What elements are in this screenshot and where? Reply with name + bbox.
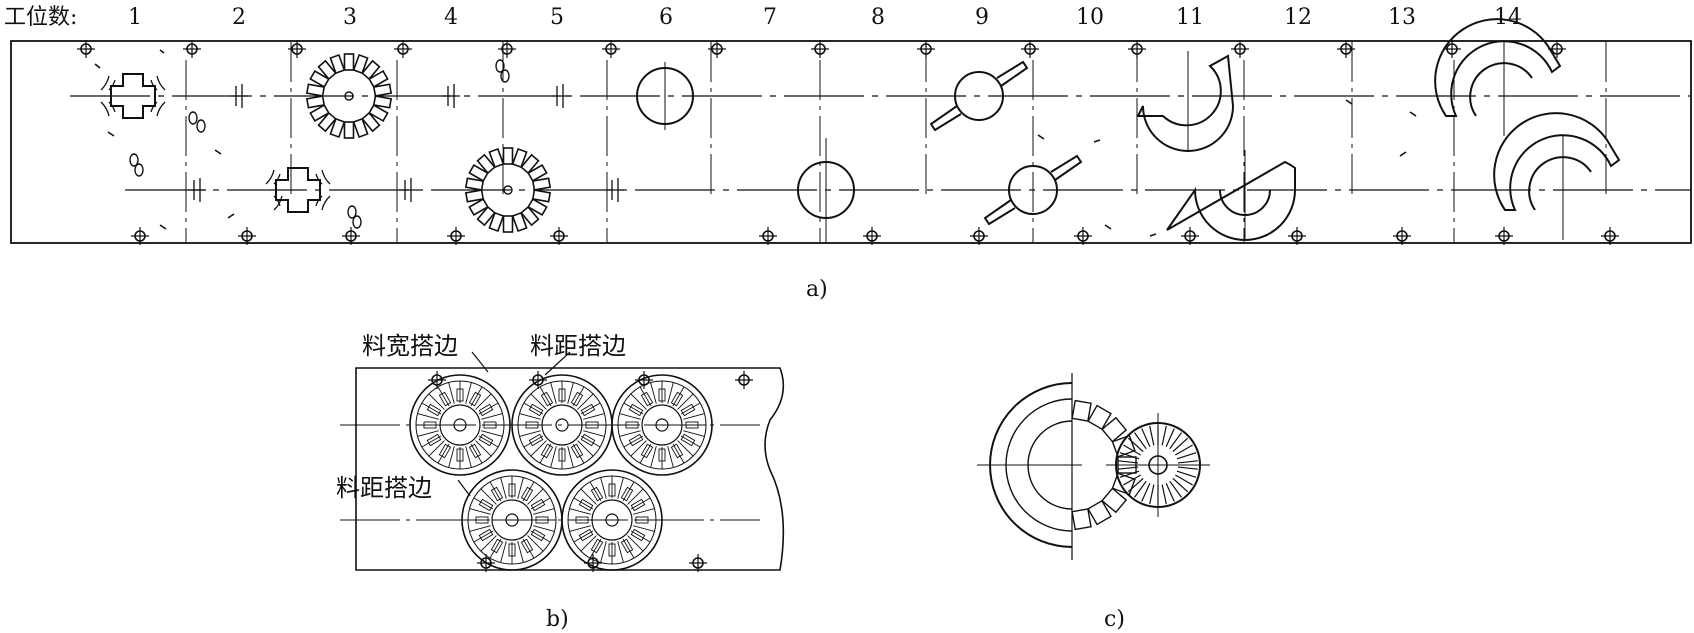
half-ring-12-lower: [1166, 150, 1296, 241]
scrap-marks: [94, 49, 1417, 237]
cross-blank-lower: [265, 167, 331, 213]
half-ring-14-lower: [1493, 112, 1621, 240]
station-number: 1: [128, 5, 142, 30]
nested-rotor: [409, 374, 511, 476]
caption-c: c): [1104, 607, 1125, 632]
strip-outline: [10, 40, 1692, 244]
nested-rotor: [511, 374, 613, 476]
rotor-slot-ring-upper: [305, 53, 393, 139]
rotor-disc: [1106, 413, 1210, 517]
station-dividers: [185, 42, 1607, 242]
label-pitch-edge-side: 料距搭边: [336, 474, 432, 502]
station-number: 8: [871, 5, 885, 30]
tabbed-ring-upper: [929, 60, 1029, 132]
station-number: 14: [1494, 5, 1522, 30]
station-number: 10: [1076, 5, 1104, 30]
label-pitch-edge-top: 料距搭边: [530, 332, 626, 360]
panel-b-strip: [355, 367, 785, 571]
station-number: 4: [444, 5, 458, 30]
stator-half-ring: [977, 373, 1137, 560]
panel-a-strip: [10, 18, 1692, 246]
station-number: 6: [659, 5, 673, 30]
station-number: 12: [1284, 5, 1312, 30]
half-ring-11-upper: [1136, 51, 1235, 152]
nested-rotor: [611, 374, 713, 476]
station-number: 9: [975, 5, 989, 30]
caption-b: b): [546, 607, 569, 632]
tabbed-ring-lower: [983, 154, 1083, 226]
center-hole-upper: [636, 62, 694, 130]
station-number: 7: [763, 5, 777, 30]
label-width-edge: 料宽搭边: [362, 332, 458, 360]
small-slots: [129, 59, 510, 229]
caption-a: a): [806, 277, 828, 302]
nested-rotor: [561, 469, 663, 571]
station-number: 2: [232, 5, 246, 30]
panel-c-parts: [977, 373, 1210, 560]
station-number: 5: [550, 5, 564, 30]
panel-b-rotors: [409, 374, 713, 571]
center-hole-lower: [797, 138, 855, 243]
station-number: 13: [1388, 5, 1416, 30]
guide-marks: [188, 84, 624, 202]
station-count-label: 工位数:: [4, 5, 77, 30]
half-ring-14-upper: [1434, 18, 1562, 136]
cross-blank-upper: [100, 73, 166, 119]
panel-b-nesting-layout: [340, 351, 785, 573]
rotor-slot-ring-lower: [464, 147, 552, 233]
pilot-holes: [76, 39, 1620, 246]
station-number: 11: [1176, 5, 1204, 30]
station-number: 3: [343, 5, 357, 30]
